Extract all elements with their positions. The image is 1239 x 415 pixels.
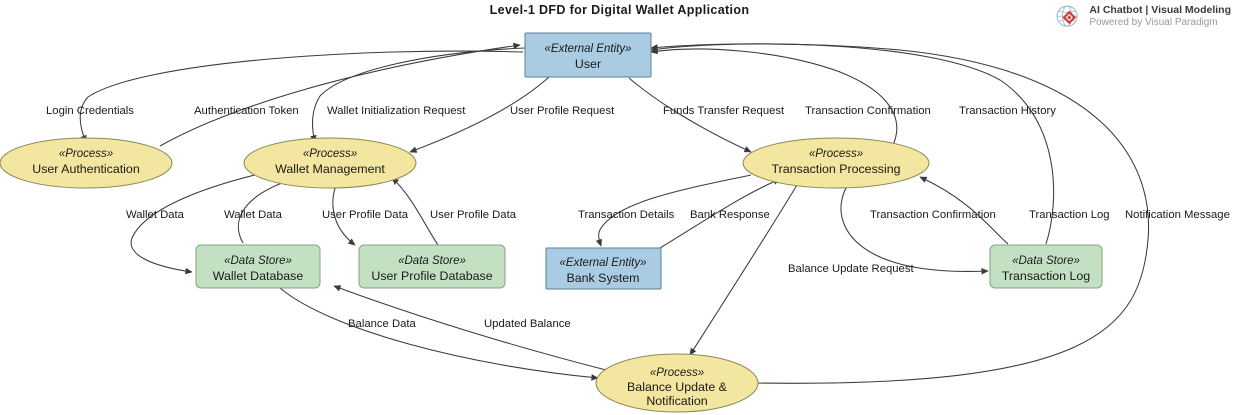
node-wallet-management[interactable]: «Process» Wallet Management bbox=[243, 137, 417, 189]
edge-label: Wallet Data bbox=[224, 209, 283, 221]
node-name: User Profile Database bbox=[371, 269, 492, 283]
edge-transaction-log: Transaction Log bbox=[919, 176, 1110, 245]
edge-label: User Profile Data bbox=[430, 209, 517, 221]
node-bank-system[interactable]: «External Entity» Bank System bbox=[545, 247, 662, 290]
node-name: Transaction Processing bbox=[771, 162, 900, 176]
edge-label: Bank Response bbox=[690, 209, 770, 221]
edge-user-profile-request: User Profile Request bbox=[409, 76, 615, 153]
node-name: User Authentication bbox=[32, 162, 140, 176]
node-transaction-processing[interactable]: «Process» Transaction Processing bbox=[742, 137, 930, 189]
edge-label: Balance Update Request bbox=[788, 263, 914, 275]
edge-transaction-confirmation-log: Transaction Confirmation bbox=[840, 179, 996, 275]
node-name-line2: Notification bbox=[646, 394, 707, 408]
node-stereotype: «Process» bbox=[650, 367, 704, 379]
node-bank-system-shape[interactable] bbox=[545, 247, 662, 290]
page-title: Level-1 DFD for Digital Wallet Applicati… bbox=[489, 3, 750, 17]
edge-login-credentials: Login Credentials bbox=[46, 50, 524, 143]
node-user-shape[interactable] bbox=[524, 32, 652, 78]
node-user-authentication[interactable]: «Process» User Authentication bbox=[0, 137, 173, 189]
brand-subtitle: Powered by Visual Paradigm bbox=[1089, 17, 1218, 29]
node-name: Bank System bbox=[567, 271, 640, 285]
node-name: User bbox=[575, 57, 601, 71]
node-name: Balance Update & bbox=[627, 380, 728, 394]
edge-label: User Profile Data bbox=[322, 209, 409, 221]
node-stereotype: «Data Store» bbox=[224, 255, 292, 267]
node-balance-update-notification[interactable]: «Process» Balance Update & Notification bbox=[595, 353, 759, 413]
node-user-profile-database[interactable]: «Data Store» User Profile Database bbox=[358, 244, 506, 289]
edge-transaction-details: Transaction Details bbox=[578, 174, 752, 247]
edge-funds-transfer-request: Funds Transfer Request bbox=[628, 77, 785, 153]
edge-layer: Login Credentials Authentication Token W… bbox=[46, 42, 1230, 384]
node-stereotype: «Process» bbox=[59, 148, 113, 160]
edge-label: Authentication Token bbox=[194, 105, 299, 117]
edge-notification-message: Notification Message bbox=[650, 43, 1230, 384]
edge-updated-balance: Updated Balance bbox=[333, 285, 607, 371]
edge-label: User Profile Request bbox=[510, 105, 615, 117]
edge-label: Notification Message bbox=[1125, 209, 1230, 221]
edge-label: Transaction History bbox=[959, 105, 1056, 117]
edge-label: Wallet Initialization Request bbox=[327, 105, 466, 117]
edge-label: Funds Transfer Request bbox=[663, 105, 785, 117]
node-user-authentication-shape[interactable] bbox=[0, 137, 173, 189]
node-name: Transaction Log bbox=[1002, 269, 1091, 283]
node-name: Wallet Database bbox=[213, 269, 304, 283]
node-name: Wallet Management bbox=[275, 162, 385, 176]
node-balance-update-notification-shape[interactable] bbox=[595, 353, 759, 413]
brand-badge: AI Chatbot | Visual Modeling Powered by … bbox=[1054, 3, 1231, 31]
edge-bank-response: Bank Response bbox=[659, 178, 781, 249]
edge-label: Transaction Details bbox=[578, 209, 675, 221]
node-wallet-database-shape[interactable] bbox=[195, 244, 321, 289]
edge-label: Transaction Confirmation bbox=[805, 105, 931, 117]
node-user-profile-database-shape[interactable] bbox=[358, 244, 506, 289]
edge-label: Login Credentials bbox=[46, 105, 134, 117]
edge-balance-update-request: Balance Update Request bbox=[689, 179, 914, 356]
node-stereotype: «Data Store» bbox=[1012, 255, 1080, 267]
node-transaction-log-shape[interactable] bbox=[989, 244, 1103, 289]
node-layer: «External Entity» User «Process» User Au… bbox=[0, 32, 1103, 413]
node-wallet-management-shape[interactable] bbox=[243, 137, 417, 189]
edge-label: Transaction Log bbox=[1029, 209, 1110, 221]
edge-authentication-token: Authentication Token bbox=[159, 42, 521, 147]
node-wallet-database[interactable]: «Data Store» Wallet Database bbox=[195, 244, 321, 289]
node-transaction-log[interactable]: «Data Store» Transaction Log bbox=[989, 244, 1103, 289]
edge-balance-data: Balance Data bbox=[279, 287, 599, 381]
node-stereotype: «Process» bbox=[303, 148, 357, 160]
edge-label: Transaction Confirmation bbox=[870, 209, 996, 221]
node-stereotype: «Process» bbox=[809, 148, 863, 160]
node-transaction-processing-shape[interactable] bbox=[742, 137, 930, 189]
node-stereotype: «External Entity» bbox=[545, 43, 632, 55]
edge-label: Updated Balance bbox=[484, 318, 571, 330]
edge-wallet-data-out: Wallet Data bbox=[126, 172, 264, 275]
brand-title: AI Chatbot | Visual Modeling bbox=[1089, 4, 1231, 17]
edge-label: Balance Data bbox=[348, 318, 417, 330]
node-stereotype: «External Entity» bbox=[560, 257, 647, 269]
edge-transaction-confirmation-user: Transaction Confirmation bbox=[650, 47, 931, 153]
edge-label: Wallet Data bbox=[126, 209, 185, 221]
node-stereotype: «Data Store» bbox=[398, 255, 466, 267]
edge-wallet-initialization-request: Wallet Initialization Request bbox=[310, 47, 526, 143]
node-user[interactable]: «External Entity» User bbox=[524, 32, 652, 78]
edge-wallet-data-in: Wallet Data bbox=[224, 179, 291, 244]
edge-user-profile-data-in: User Profile Data bbox=[391, 177, 517, 246]
visual-paradigm-globe-icon bbox=[1056, 5, 1079, 27]
